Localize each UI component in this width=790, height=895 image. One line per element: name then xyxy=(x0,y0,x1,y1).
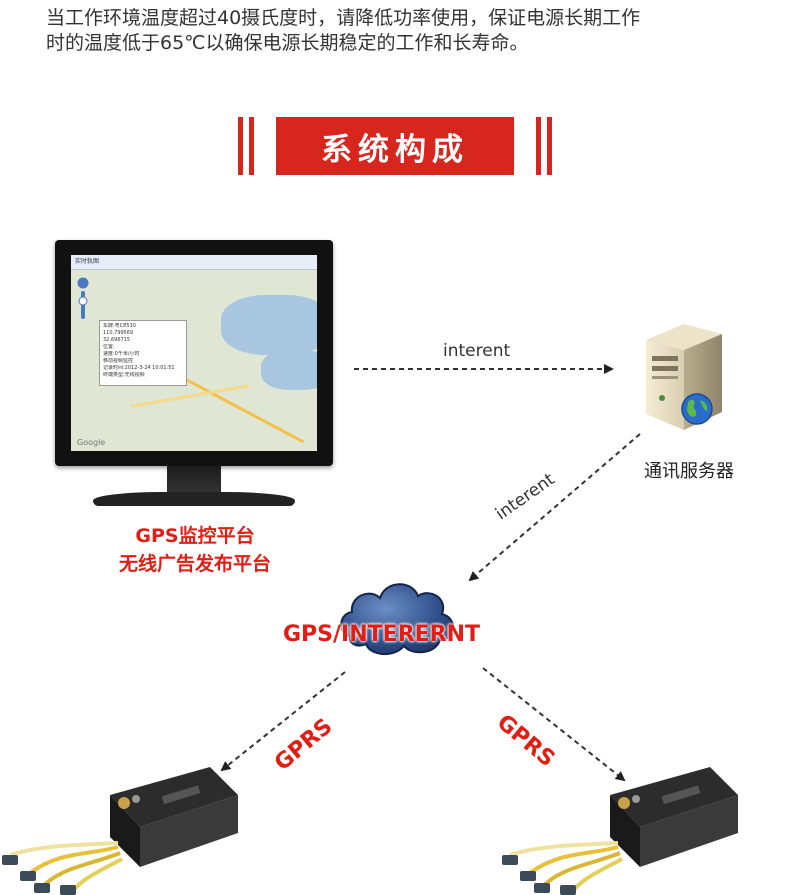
banner-bar-left-inner xyxy=(249,117,254,175)
globe-icon xyxy=(681,393,713,425)
monitor-stand-neck xyxy=(167,466,221,494)
popup-line: 110.799569 xyxy=(103,330,134,336)
popup-line: 32.696715 xyxy=(103,337,131,343)
map-screen: 实时轨图 车牌:粤C8530 110.799569 32.696715 位置: … xyxy=(71,255,317,451)
cloud-icon xyxy=(340,583,454,655)
popup-line: 速度:0千米/小时 xyxy=(103,351,140,357)
dvr-device-icon xyxy=(502,767,738,895)
platform-label-2: 无线广告发布平台 xyxy=(118,553,271,575)
popup-line: 车牌:粤C8530 xyxy=(103,323,136,329)
popup-line: 位置: xyxy=(103,344,115,350)
monitor-icon: 实时轨图 车牌:粤C8530 110.799569 32.696715 位置: … xyxy=(55,240,333,508)
section-title: 系统构成 xyxy=(276,117,514,175)
map-brand: Google xyxy=(77,438,106,447)
map-zoom-control-icon[interactable] xyxy=(77,277,89,321)
arrow-cloud-to-right-device xyxy=(482,667,626,782)
popup-line: 终端类型:无线视频 xyxy=(103,372,145,378)
banner-bar-right-inner xyxy=(536,117,541,175)
map-window-title: 实时轨图 xyxy=(71,255,317,270)
popup-line: 记录时间:2012-3-24 10:01:51 xyxy=(103,365,175,371)
intro-line-2: 时的温度低于65℃以确保电源长期稳定的工作和长寿命。 xyxy=(46,32,529,54)
intro-line-1: 当工作环境温度超过40摄氏度时，请降低功率使用，保证电源长期工作 xyxy=(46,7,641,29)
section-title-banner: 系统构成 xyxy=(238,117,552,175)
banner-bar-left-outer xyxy=(238,117,243,175)
platform-label-1: GPS监控平台 xyxy=(135,525,255,547)
banner-bar-right-outer xyxy=(547,117,552,175)
map-lake-2 xyxy=(261,350,317,390)
map-lake xyxy=(221,295,317,355)
network-label: GPS/INTERERNT xyxy=(283,622,481,647)
monitor-bezel: 实时轨图 车牌:粤C8530 110.799569 32.696715 位置: … xyxy=(55,240,333,466)
dvr-device-icon xyxy=(2,767,238,895)
intro-paragraph: 当工作环境温度超过40摄氏度时，请降低功率使用，保证电源长期工作 时的温度低于6… xyxy=(46,6,766,56)
arrow-server-to-cloud xyxy=(468,433,641,582)
popup-line: 移动视频监控 xyxy=(103,358,134,364)
vehicle-info-popup: 车牌:粤C8530 110.799569 32.696715 位置: 速度:0千… xyxy=(99,320,187,386)
monitor-stand-base xyxy=(93,492,295,506)
link-label-monitor-server: interent xyxy=(443,341,511,361)
server-label: 通讯服务器 xyxy=(644,461,734,482)
